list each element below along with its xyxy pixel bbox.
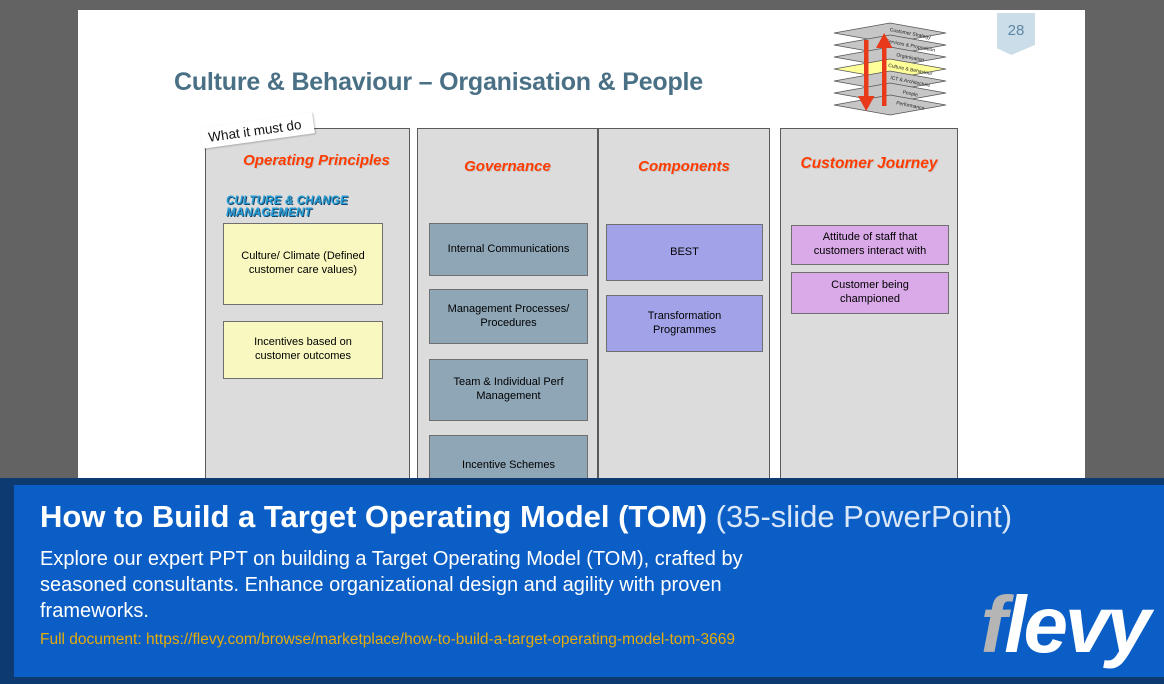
page-number-badge: 28 <box>997 13 1035 55</box>
banner-description: Explore our expert PPT on building a Tar… <box>40 548 743 622</box>
governance-box: Internal Communications <box>429 223 588 276</box>
flevy-logo-f: f <box>980 580 1008 669</box>
down-arrow-icon <box>858 40 875 111</box>
stack-layer-shape <box>833 94 947 116</box>
customer-journey-box: Attitude of staff that customers interac… <box>791 225 949 265</box>
banner-link-row: Full document: https://flevy.com/browse/… <box>40 631 1164 649</box>
customer-journey-box: Customer being championed <box>791 272 949 314</box>
principle-box: Culture/ Climate (Defined customer care … <box>223 223 383 305</box>
column-header: Governance <box>464 158 551 175</box>
document-link[interactable]: https://flevy.com/browse/marketplace/how… <box>145 631 735 648</box>
column-subheader: CULTURE & CHANGE MANAGEMENT <box>226 195 348 220</box>
banner-title: How to Build a Target Operating Model (T… <box>40 499 1164 535</box>
flevy-logo: flevy <box>981 585 1151 665</box>
banner-link-prefix: Full document: <box>40 631 146 648</box>
component-box: BEST <box>606 224 763 281</box>
up-arrow-icon <box>876 33 893 106</box>
slide-title: Culture & Behaviour – Organisation & Peo… <box>174 68 703 96</box>
banner-title-main: How to Build a Target Operating Model (T… <box>40 499 708 534</box>
column-header: Components <box>638 158 730 175</box>
stack-layer-label: Organisation <box>896 52 925 63</box>
component-box: Transformation Programmes <box>606 295 763 352</box>
governance-box: Team & Individual Perf Management <box>429 359 588 421</box>
stack-layer-label: Performance <box>896 100 925 111</box>
promo-banner: How to Build a Target Operating Model (T… <box>0 478 1164 684</box>
flevy-logo-levy: levy <box>1004 580 1151 669</box>
governance-box: Management Processes/ Procedures <box>429 289 588 344</box>
banner-title-suffix: (35-slide PowerPoint) <box>707 499 1013 534</box>
stack-layer-label: People <box>902 90 919 99</box>
principle-box: Incentives based on customer outcomes <box>223 321 383 379</box>
column-header: Operating Principles <box>243 152 390 169</box>
column-header: Customer Journey <box>800 155 938 172</box>
layer-stack-diagram: Customer Strategy Services & Proposition… <box>833 22 947 116</box>
column-operating-principles: Operating Principles CULTURE & CHANGE MA… <box>205 128 410 568</box>
